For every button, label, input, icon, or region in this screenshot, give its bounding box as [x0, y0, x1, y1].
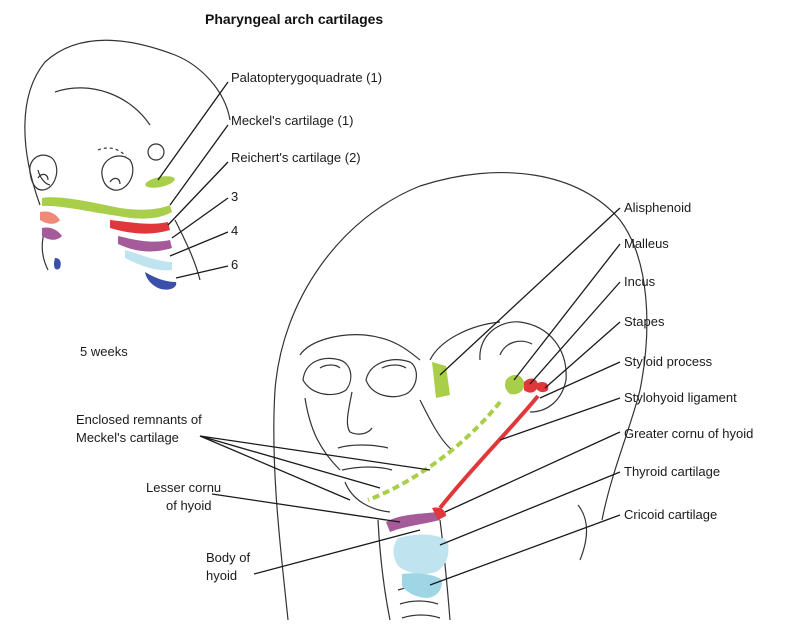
label-body-of-hyoid-line2: hyoid: [206, 568, 237, 583]
adult-leader-lines: [200, 208, 620, 585]
embryo-arches: [40, 174, 176, 290]
diagram-title: Pharyngeal arch cartilages: [205, 11, 383, 27]
cricoid-cartilage-shape: [402, 573, 442, 598]
label-body-of-hyoid-line1: Body of: [206, 550, 250, 565]
label-stylohyoid-ligament: Stylohyoid ligament: [624, 390, 737, 405]
reicherts-bar: [110, 220, 170, 234]
reicherts-left: [40, 211, 60, 223]
malleus-shape: [505, 375, 524, 394]
label-cricoid-cartilage: Cricoid cartilage: [624, 507, 717, 522]
label-greater-cornu: Greater cornu of hyoid: [624, 426, 753, 441]
label-arch-4: 4: [231, 223, 238, 238]
arch4-left: [42, 227, 62, 239]
arch4-light-bar: [125, 250, 172, 270]
hyoid-body-shape: [386, 512, 440, 532]
arch4-bar: [118, 236, 172, 251]
label-meckels-cartilage: Meckel's cartilage (1): [231, 113, 353, 128]
label-lesser-cornu-line2: of hyoid: [166, 498, 212, 513]
label-alisphenoid: Alisphenoid: [624, 200, 691, 215]
label-malleus: Malleus: [624, 236, 669, 251]
label-thyroid-cartilage: Thyroid cartilage: [624, 464, 720, 479]
label-reicherts-cartilage: Reichert's cartilage (2): [231, 150, 361, 165]
label-palatopterygoquadrate: Palatopterygoquadrate (1): [231, 70, 382, 85]
label-arch-6: 6: [231, 257, 238, 272]
label-5-weeks: 5 weeks: [80, 344, 128, 359]
adult-head: [274, 173, 647, 620]
incus-shape: [524, 379, 538, 393]
label-enclosed-remnants-line1: Enclosed remnants of: [76, 412, 202, 427]
adult-cartilages: [368, 362, 548, 598]
label-arch-3: 3: [231, 189, 238, 204]
thyroid-cartilage-shape: [394, 535, 449, 574]
label-lesser-cornu-line1: Lesser cornu: [146, 480, 221, 495]
label-incus: Incus: [624, 274, 656, 289]
label-stapes: Stapes: [624, 314, 665, 329]
meckels-bar: [42, 197, 172, 218]
arch6-bar: [145, 272, 176, 290]
arch6-left: [54, 258, 61, 270]
meckels-remnant: [368, 402, 500, 500]
label-styloid-process: Styloid process: [624, 354, 713, 369]
label-enclosed-remnants-line2: Meckel's cartilage: [76, 430, 179, 445]
